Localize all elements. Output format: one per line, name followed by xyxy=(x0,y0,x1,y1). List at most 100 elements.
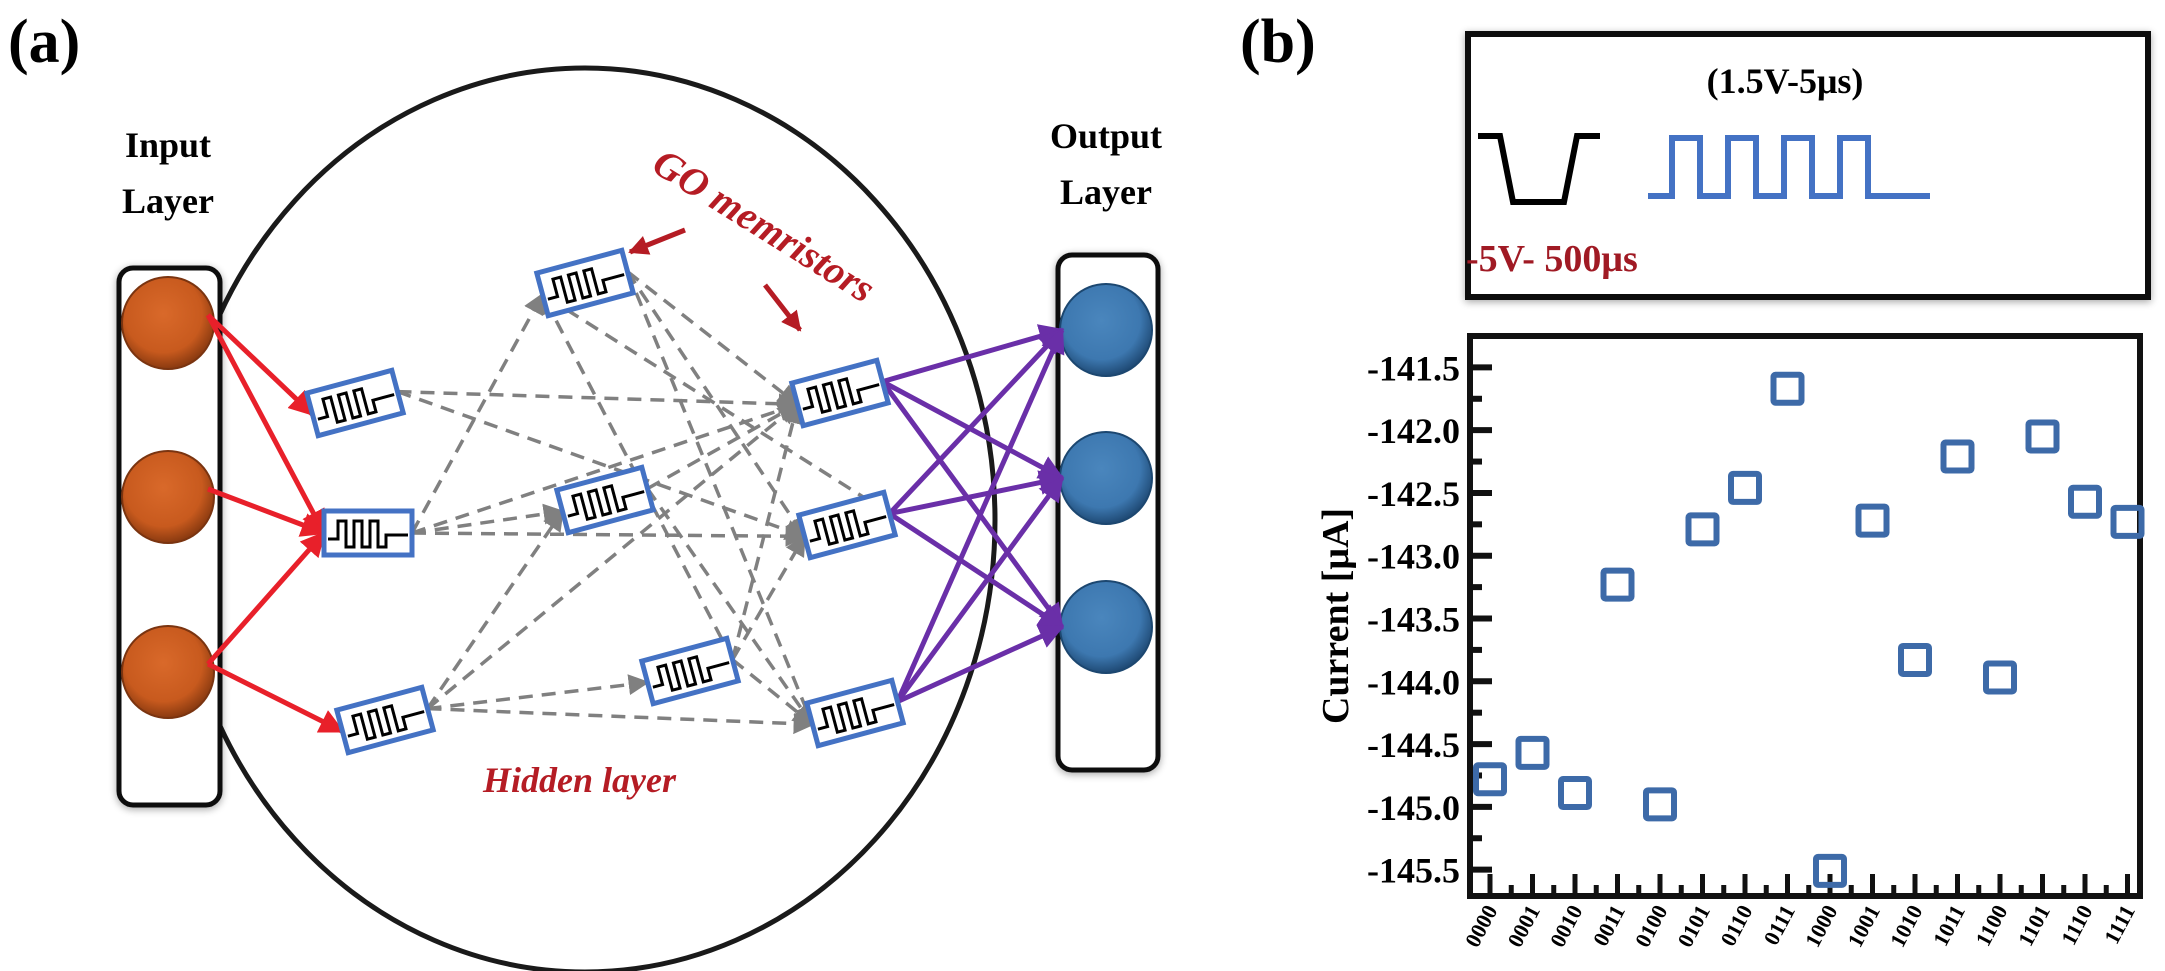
x-tick-label: 0000 xyxy=(1460,901,1503,952)
panel-a: (a) Input Layer Output Layer GO memristo… xyxy=(8,8,1162,971)
output-connection-arrow xyxy=(888,470,1065,517)
y-axis-label: Current [μA] xyxy=(1315,508,1357,724)
memristor xyxy=(638,635,742,707)
data-point-0100 xyxy=(1643,787,1677,822)
input-connection-arrow xyxy=(206,661,345,734)
output-connection-arrow xyxy=(888,511,1065,630)
hidden-connection-arrow xyxy=(426,509,564,710)
memristor-symbol-icon xyxy=(802,376,880,415)
data-point-1010 xyxy=(1898,642,1932,677)
hidden-connection-arrow xyxy=(427,674,650,711)
go-memristors-label: GO memristors xyxy=(645,139,883,311)
memristor-frame xyxy=(638,635,742,707)
memristor xyxy=(533,247,637,319)
hidden-connection-arrow xyxy=(731,658,815,726)
y-tick-label: -143.0 xyxy=(1367,537,1460,577)
memristor-frame xyxy=(553,464,657,536)
data-point-1001 xyxy=(1855,503,1890,538)
x-tick-label: 0101 xyxy=(1672,901,1715,952)
output-connection-arrow xyxy=(881,324,1065,385)
hidden-connection-arrow xyxy=(396,389,807,540)
output-connection-arrow xyxy=(896,624,1065,704)
data-point-0101 xyxy=(1685,512,1720,547)
output-connection-arrow xyxy=(887,328,1064,516)
x-tick-label: 1011 xyxy=(1928,901,1970,951)
reset-pulse-waveform xyxy=(1478,133,1600,205)
panel-a-label: (a) xyxy=(8,8,80,76)
x-tick-label: 1110 xyxy=(2056,901,2098,949)
input-neuron xyxy=(121,450,215,544)
memristor-symbol-icon xyxy=(809,508,887,547)
memristor xyxy=(321,508,415,558)
y-tick-label: -142.0 xyxy=(1367,411,1460,451)
input-neuron xyxy=(121,625,215,719)
output-connection-arrow xyxy=(881,379,1065,481)
hidden-connection-arrow xyxy=(397,389,800,415)
memristor xyxy=(803,677,907,749)
memristor xyxy=(333,684,437,756)
input-connection-arrow xyxy=(206,531,326,666)
memristor-frame xyxy=(303,367,407,439)
hidden-connection-arrow xyxy=(625,270,816,727)
input-connection-arrow xyxy=(207,486,327,537)
input-neuron xyxy=(121,276,215,370)
memristor-symbol-icon xyxy=(567,483,645,522)
data-point-0000 xyxy=(1473,762,1507,797)
memristor-frame xyxy=(803,677,907,749)
y-tick-label: -144.5 xyxy=(1367,725,1460,765)
data-point-0111 xyxy=(1770,371,1805,406)
memristor xyxy=(795,489,899,561)
train-pulse-label: (1.5V-5μs) xyxy=(1707,61,1864,101)
panel-b-label: (b) xyxy=(1240,8,1316,76)
output-layer-title-line2: Layer xyxy=(1060,172,1152,212)
data-point-0011 xyxy=(1600,567,1635,602)
current-scatter-chart: -141.5-142.0-142.5-143.0-143.5-144.0-144… xyxy=(1315,333,2145,951)
output-connection-arrow xyxy=(895,475,1065,704)
y-tick-label: -145.5 xyxy=(1367,851,1460,891)
x-tick-label: 0100 xyxy=(1630,901,1673,952)
training-pulse-waveform xyxy=(1648,135,1930,199)
input-layer-title-line1: Input xyxy=(125,125,211,165)
hidden-connection-arrow xyxy=(730,534,807,661)
memristor-frame xyxy=(333,684,437,756)
memristor-symbol-icon xyxy=(328,519,408,549)
output-layer-title-line1: Output xyxy=(1050,116,1162,156)
data-point-1000 xyxy=(1813,853,1847,888)
x-tick-label: 1001 xyxy=(1842,901,1885,952)
data-point-0010 xyxy=(1558,776,1592,811)
hidden-connection-arrow xyxy=(426,403,800,710)
memristor-symbol-icon xyxy=(817,696,895,735)
x-tick-label: 1000 xyxy=(1800,901,1843,952)
output-nodes xyxy=(1059,283,1153,674)
input-connection-arrow xyxy=(206,313,315,417)
y-axis-ticks: -141.5-142.0-142.5-143.0-143.5-144.0-144… xyxy=(1367,348,1492,891)
annotation-arrow-right xyxy=(763,283,802,332)
x-tick-label: 0010 xyxy=(1545,901,1588,952)
input-connection-arrow xyxy=(205,313,327,536)
data-point-1101 xyxy=(2025,419,2060,454)
memristor xyxy=(303,367,407,439)
x-tick-label: 1111 xyxy=(2099,901,2140,948)
data-point-1110 xyxy=(2068,484,2102,519)
memristor xyxy=(788,357,892,429)
hidden-connection-arrow xyxy=(427,706,815,735)
x-tick-label: 0110 xyxy=(1715,901,1757,951)
data-points xyxy=(1473,371,2145,888)
memristor-symbol-icon xyxy=(652,654,730,693)
data-point-1111 xyxy=(2110,504,2145,539)
x-tick-label: 1101 xyxy=(2013,901,2055,951)
memristor-frame xyxy=(795,489,899,561)
memristor-symbol-icon xyxy=(317,386,395,425)
output-neuron xyxy=(1059,431,1153,525)
hidden-layer-label: Hidden layer xyxy=(482,760,677,800)
pulse-scheme-inset xyxy=(1465,31,2151,300)
output-neuron xyxy=(1059,580,1153,674)
output-connection-arrow xyxy=(880,380,1065,630)
data-point-1100 xyxy=(1983,660,2017,695)
hidden-connection-arrow xyxy=(646,402,800,491)
y-tick-label: -141.5 xyxy=(1367,348,1460,388)
reset-pulse-label: -5V- 500μs xyxy=(1466,238,1638,280)
y-tick-label: -142.5 xyxy=(1367,474,1460,514)
